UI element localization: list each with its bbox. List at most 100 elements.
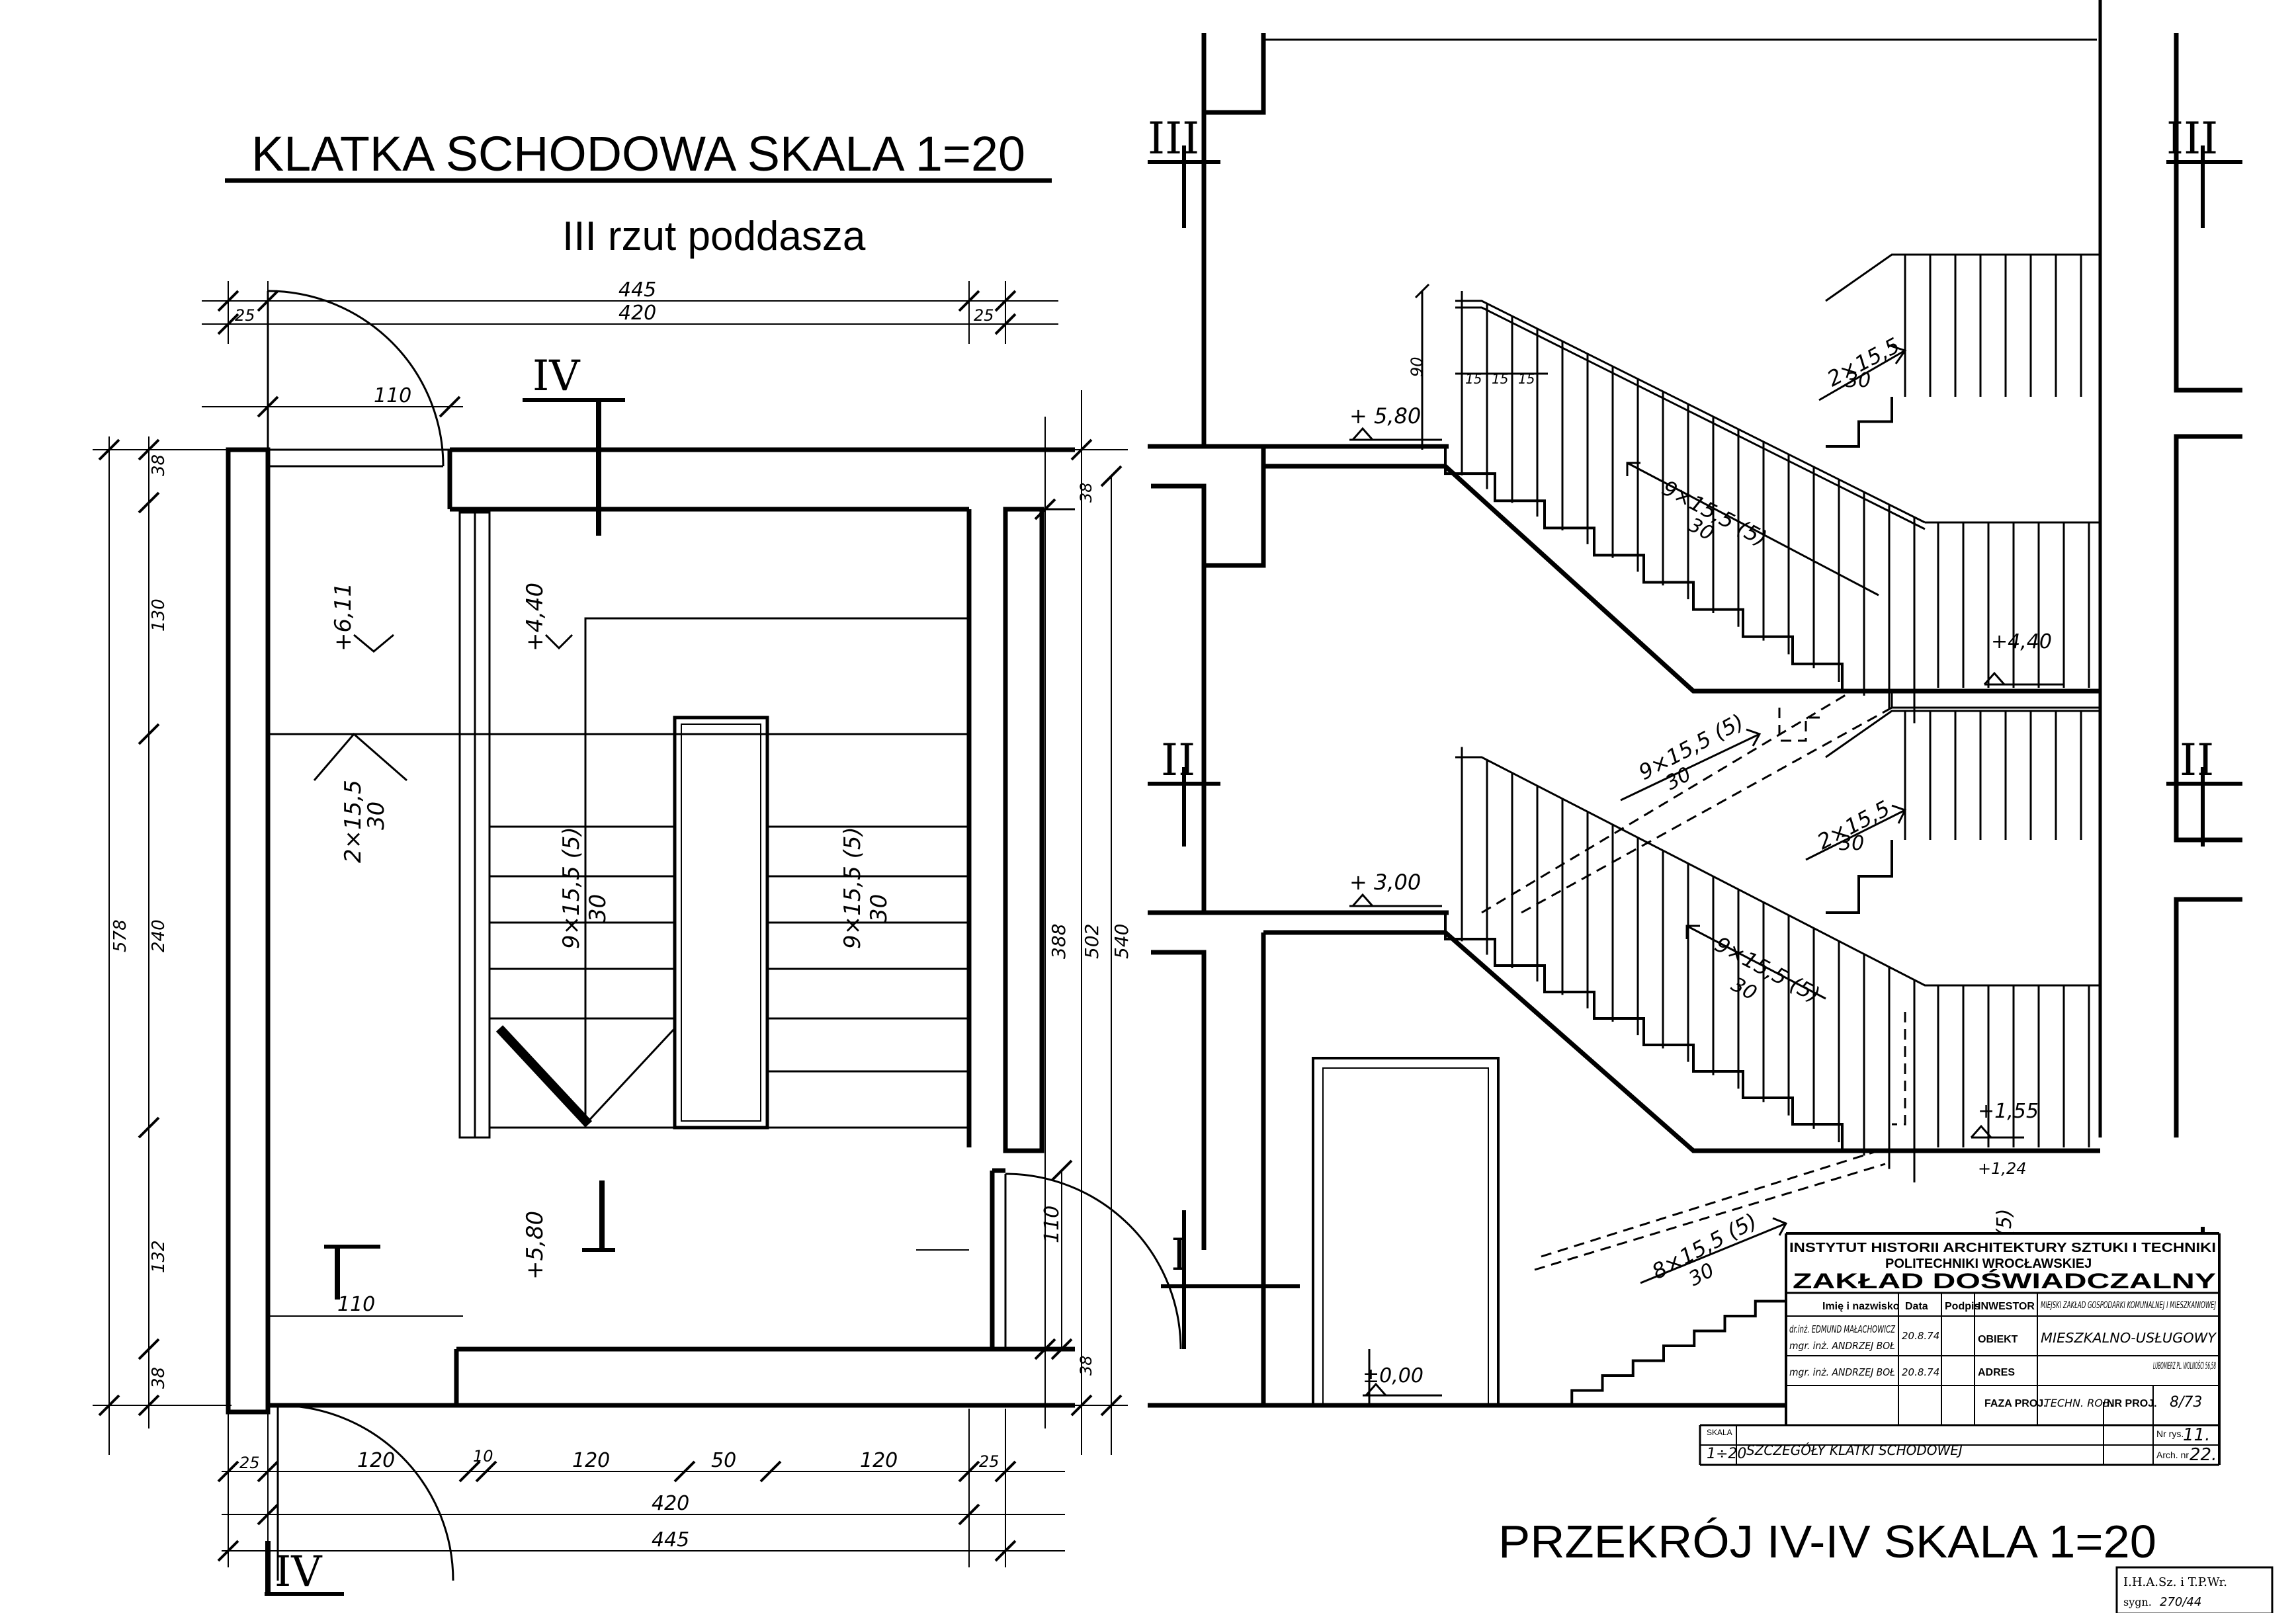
flight-landing-rise: 2×15,5 — [340, 780, 366, 863]
phase-value: TECHN. ROB. — [2044, 1397, 2113, 1409]
dim-bottom-inner: 420 — [652, 1492, 689, 1515]
cut-marks — [324, 1180, 969, 1300]
section-flights — [1444, 397, 1893, 1407]
dim-door-bottom: 110 — [337, 1293, 375, 1316]
project-no-label: NR PROJ. — [2107, 1398, 2157, 1409]
section-flight-arrows — [1414, 283, 1907, 1284]
dim-right-a: 388 — [1048, 924, 1070, 959]
project-no-value: 8/73 — [2170, 1394, 2202, 1411]
address-value: LUBOMIERZ PL. WOLNOŚCI 56,58 — [2153, 1360, 2216, 1372]
level-low2: +1,24 — [1978, 1159, 2027, 1178]
dim-top-inner: 420 — [618, 302, 656, 325]
dim-left-bottom-wall: 38 — [149, 1367, 169, 1389]
section-level-triangles — [1349, 427, 2064, 1405]
person-1: dr.inż. EDMUND MAŁACHOWICZ — [1789, 1323, 1895, 1335]
dim-left-upper: 130 — [149, 599, 169, 632]
flight-treads-landing-mid — [1826, 840, 1893, 914]
section-level-mark-labels: III III II II I — [1148, 113, 2218, 1280]
col-sign: Podpis — [1945, 1301, 1980, 1312]
mark-II-right: II — [2180, 735, 2214, 786]
plan-dimension-labels: 445 420 25 25 110 110 25 120 10 120 50 1… — [110, 278, 1132, 1551]
date-1: 20.8.74 — [1902, 1330, 1939, 1342]
flight-treads-upper — [1444, 446, 1892, 692]
dim-bottom-total: 445 — [652, 1528, 689, 1551]
level-ground: ±0,00 — [1363, 1364, 1424, 1387]
investor-label: INWESTOR — [1978, 1301, 2035, 1312]
section-title: PRZEKRÓJ IV-IV SKALA 1=20 — [1498, 1516, 2156, 1567]
dim-left-total: 578 — [110, 919, 130, 952]
dim-left-mid: 240 — [149, 919, 169, 952]
stamp-line-2-value: 270/44 — [2160, 1595, 2201, 1609]
dim-left-lower: 132 — [149, 1240, 169, 1273]
col-name: Imię i nazwisko — [1822, 1301, 1900, 1312]
handrail-top-inner — [1455, 306, 1926, 530]
investor-value: MIEJSKI ZAKŁAD GOSPODARKI KOMUNALNEJ I M… — [2041, 1300, 2216, 1311]
section-railings — [1455, 253, 2100, 1182]
section-mark-bottom-label: IV — [275, 1548, 323, 1596]
section-mark-top: IV — [523, 352, 625, 536]
object-value: MIESZKALNO-USŁUGOWY — [2041, 1330, 2217, 1346]
object-label: OBIEKT — [1978, 1334, 2018, 1345]
phase-label: FAZA PROJ. — [1984, 1398, 2047, 1409]
title-block: INSTYTUT HISTORII ARCHITEKTURY SZTUKI I … — [1699, 1232, 2223, 1466]
plan-labels: +6,11 +4,40 +5,80 2×15,5 30 9×15,5 (5) 3… — [330, 583, 892, 1280]
dim-top-total: 445 — [618, 278, 656, 302]
flight-treads-lower — [1444, 913, 1892, 1152]
handrail-top — [1455, 300, 1926, 524]
stamp-line-2-label: sygn. — [2123, 1596, 2152, 1608]
mark-III-left: III — [1148, 113, 1199, 164]
arch-label: Arch. nr — [2156, 1450, 2189, 1460]
dim-bottom-seg3: 120 — [572, 1449, 610, 1472]
col-date: Data — [1905, 1301, 1928, 1312]
dim-bottom-seg4: 50 — [711, 1449, 736, 1472]
flight-right-rise: 9×15,5 (5) — [839, 827, 866, 949]
flight-left-rise: 9×15,5 (5) — [558, 827, 585, 949]
mark-II-left: II — [1161, 735, 1195, 786]
archive-stamp: I.H.A.Sz. i T.P.Wr. sygn. 270/44 — [2115, 1566, 2274, 1613]
sec-rail-height: 90 — [1408, 356, 1426, 377]
inst-line-3: ZAKŁAD DOŚWIADCZALNY — [1793, 1269, 2216, 1293]
dim-door-right: 110 — [1041, 1206, 1064, 1243]
dim-door-top: 110 — [374, 384, 411, 407]
mark-III-right: III — [2166, 113, 2218, 164]
scale-value: 1÷20 — [1707, 1446, 1746, 1462]
section-level-labels: + 5,80 +4,40 + 3,00 +1,55 +1,24 ±0,00 — [1349, 403, 2052, 1387]
section-structure — [1148, 0, 2242, 1408]
level-mid: + 3,00 — [1349, 870, 1421, 895]
level-upper: +4,40 — [522, 583, 548, 651]
flight-right-tread: 30 — [866, 894, 892, 923]
dim-right-b: 502 — [1081, 924, 1103, 959]
dim-left-top-wall: 38 — [149, 454, 169, 476]
dim-right-c: 540 — [1111, 924, 1132, 959]
drawing-title: SZCZEGÓŁY KLATKI SCHODOWEJ — [1746, 1442, 1963, 1458]
level-landing: +6,11 — [330, 583, 357, 651]
plan-walls — [226, 447, 1075, 1415]
person-2: mgr. inż. ANDRZEJ BOŁ — [1789, 1340, 1895, 1352]
dim-bottom-seg2: 10 — [473, 1447, 493, 1466]
dim-bottom-seg5: 120 — [860, 1449, 898, 1472]
mark-I-left: I — [1171, 1229, 1188, 1280]
address-label: ADRES — [1978, 1367, 2015, 1378]
sec-mid-short-tread: 30 — [1839, 832, 1864, 855]
title-block-text: INSTYTUT HISTORII ARCHITEKTURY SZTUKI I … — [1707, 1241, 2217, 1465]
section-hidden-lines — [1481, 690, 1906, 1271]
sec-vertical: (5) — [1993, 1209, 2016, 1237]
plan-title: KLATKA SCHODOWA SKALA 1=20 — [251, 126, 1025, 181]
plan-view: KLATKA SCHODOWA SKALA 1=20 III rzut podd… — [93, 126, 1182, 1596]
plan-stair — [268, 511, 970, 1139]
dim-bottom-left: 25 — [239, 1454, 260, 1472]
level-lower: +5,80 — [522, 1211, 548, 1280]
sheet-value: 11. — [2183, 1425, 2210, 1445]
date-3: 20.8.74 — [1902, 1366, 1939, 1378]
level-lower-sec: +1,55 — [1978, 1100, 2039, 1123]
inst-line-2: POLITECHNIKI WROCŁAWSKIEJ — [1885, 1257, 2092, 1271]
person-3: mgr. inż. ANDRZEJ BOŁ — [1789, 1366, 1895, 1378]
dim-bottom-seg1: 120 — [357, 1449, 395, 1472]
arch-value: 22. — [2190, 1445, 2217, 1465]
dim-bottom-right: 25 — [979, 1452, 999, 1471]
dim-top-left: 25 — [235, 306, 255, 325]
scale-label: SKALA — [1707, 1428, 1732, 1437]
flight-treads-ground — [1541, 1286, 1787, 1407]
section-level-marks — [1148, 145, 2242, 1349]
